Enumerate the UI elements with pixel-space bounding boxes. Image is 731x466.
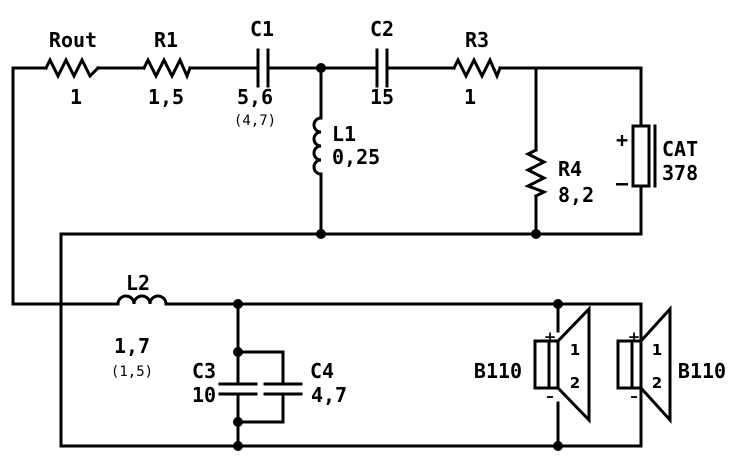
capacitor-c1 [256, 48, 270, 88]
woofer-left-pin1: 1 [570, 341, 580, 359]
r1-name: R1 [154, 28, 178, 52]
woofer-left [533, 305, 591, 424]
cat-name: CAT [662, 137, 698, 161]
c2-value: 15 [370, 85, 394, 109]
resistor-r4 [524, 147, 548, 199]
l1-name: L1 [332, 122, 356, 146]
resistor-r1 [141, 56, 192, 80]
c3-value: 10 [192, 383, 216, 407]
c1-name: C1 [250, 17, 274, 41]
c3-name: C3 [192, 359, 216, 383]
wires [11, 66, 643, 448]
rout-name: Rout [49, 28, 97, 52]
tweeter-cat [631, 124, 657, 188]
inductor-l2 [116, 294, 168, 306]
capacitor-c2 [375, 48, 389, 88]
woofer-right-pin1: 1 [652, 341, 662, 359]
cat-value: 378 [662, 161, 698, 185]
capacitor-c4 [263, 382, 303, 396]
r4-value: 8,2 [558, 183, 594, 207]
rout-value: 1 [70, 85, 82, 109]
inductor-l1 [312, 116, 323, 176]
c4-value: 4,7 [311, 383, 347, 407]
l1-value: 0,25 [332, 145, 380, 169]
r1-value: 1,5 [148, 85, 184, 109]
c4-name: C4 [310, 359, 334, 383]
resistor-rout [43, 56, 101, 80]
r3-name: R3 [465, 28, 489, 52]
woofer-left-pin2: 2 [570, 374, 580, 392]
c2-name: C2 [370, 17, 394, 41]
woofer-left-plus: + [544, 328, 557, 346]
woofer-left-name: B110 [474, 359, 522, 383]
junction-dots [233, 63, 563, 451]
c1-value: 5,6 [237, 85, 273, 109]
r3-value: 1 [464, 85, 476, 109]
resistor-r3 [451, 56, 502, 80]
woofer-right-pin2: 2 [652, 374, 662, 392]
cat-minus: – [616, 171, 629, 195]
woofer-right [616, 305, 672, 424]
l2-name: L2 [126, 271, 150, 295]
woofer-right-plus: + [628, 328, 641, 346]
capacitor-c3 [218, 382, 258, 396]
c1-alt-value: (4,7) [234, 113, 276, 129]
r4-name: R4 [558, 157, 582, 181]
cat-plus: + [616, 128, 628, 152]
woofer-right-name: B110 [678, 359, 726, 383]
woofer-right-minus: – [630, 387, 638, 405]
woofer-left-minus: – [546, 387, 554, 405]
l2-alt-value: (1,5) [111, 364, 153, 380]
l2-value: 1,7 [114, 334, 150, 358]
